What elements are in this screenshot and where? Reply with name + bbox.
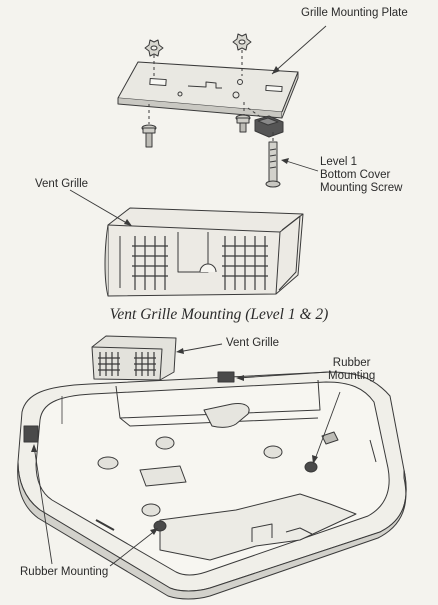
screw-left <box>141 104 157 148</box>
label-rubber-mounting-bottom: Rubber Mounting <box>20 566 109 578</box>
bottom-cover <box>17 371 407 600</box>
rubber-mounting-rear <box>217 371 235 383</box>
label-rubber-mounting-right: Rubber Mounting <box>328 357 375 383</box>
rubber-mounting-left <box>23 425 39 443</box>
retaining-clip <box>254 115 284 138</box>
label-rubber-line2: Mounting <box>328 370 376 382</box>
label-level1-screw: Level 1 Bottom Cover Mounting Screw <box>320 156 402 195</box>
label-bottom-cover: Bottom Cover <box>320 169 391 181</box>
label-vent-grille-upper: Vent Grille <box>35 178 89 190</box>
label-mounting-screw: Mounting Screw <box>320 182 403 194</box>
rubber-mounting-right <box>304 461 318 473</box>
label-level-1: Level 1 <box>320 156 358 168</box>
vent-grille-upper <box>104 207 304 297</box>
star-washer-left <box>144 39 164 57</box>
vent-grille-lower <box>91 335 177 381</box>
star-washer-right <box>232 33 252 51</box>
label-grille-mounting-plate: Grille Mounting Plate <box>301 7 408 19</box>
label-vent-grille-lower: Vent Grille <box>226 337 280 349</box>
label-rubber-line1: Rubber <box>332 357 371 369</box>
leader-lines-bottom <box>31 371 341 567</box>
screw-center <box>235 102 251 133</box>
bottom-cover-mounting-screw <box>265 132 281 188</box>
figure-caption: Vent Grille Mounting (Level 1 & 2) <box>109 306 329 323</box>
leader-lines-top <box>69 25 327 226</box>
grille-mounting-plate <box>117 61 299 119</box>
